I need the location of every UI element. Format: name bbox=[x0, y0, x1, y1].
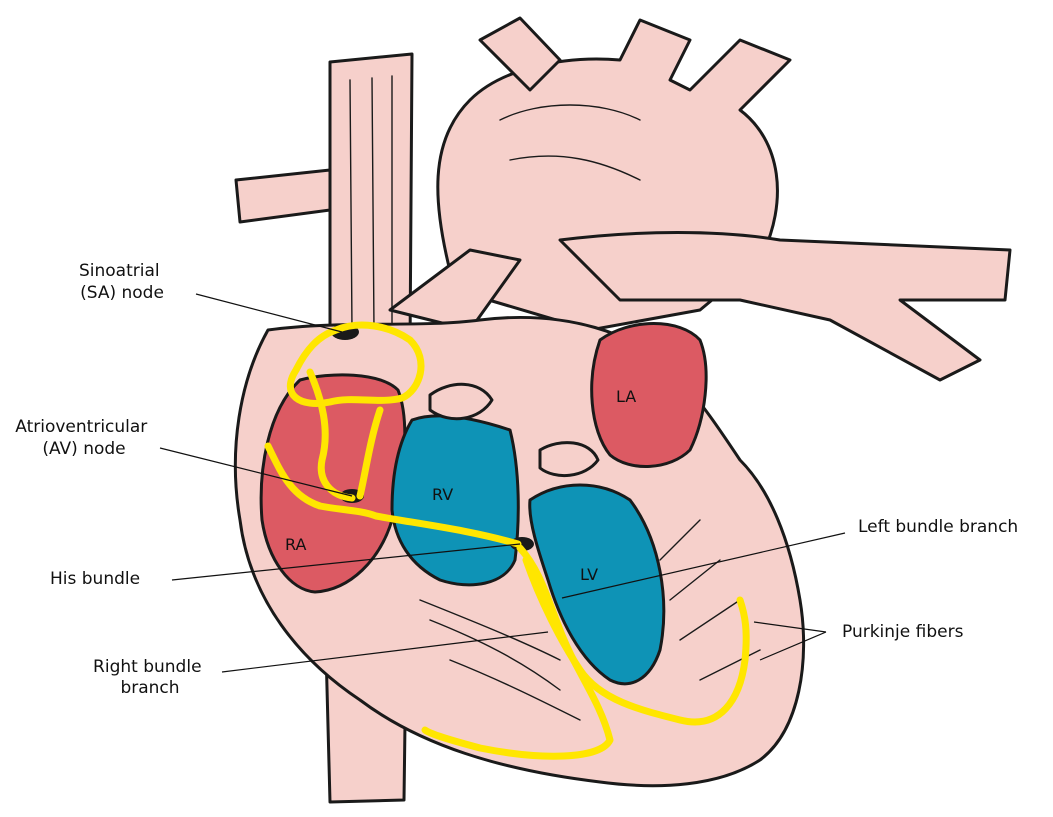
label-left-bundle: Left bundle branch bbox=[858, 517, 1018, 537]
label-purkinje: Purkinje fibers bbox=[842, 622, 964, 642]
label-av-node: Atrioventricular (AV) node bbox=[15, 417, 152, 459]
right-ventricle bbox=[392, 416, 518, 585]
label-sa-node: Sinoatrial (SA) node bbox=[79, 261, 165, 303]
chamber-label-lv: LV bbox=[580, 565, 598, 584]
chamber-label-rv: RV bbox=[432, 485, 453, 504]
chamber-label-ra: RA bbox=[285, 535, 306, 554]
left-atrium bbox=[592, 324, 706, 467]
label-his-bundle: His bundle bbox=[50, 569, 140, 589]
chamber-label-la: LA bbox=[616, 387, 636, 406]
left-vessel bbox=[236, 170, 330, 222]
label-right-bundle: Right bundle branch bbox=[93, 657, 207, 698]
leader-sa bbox=[196, 294, 342, 332]
